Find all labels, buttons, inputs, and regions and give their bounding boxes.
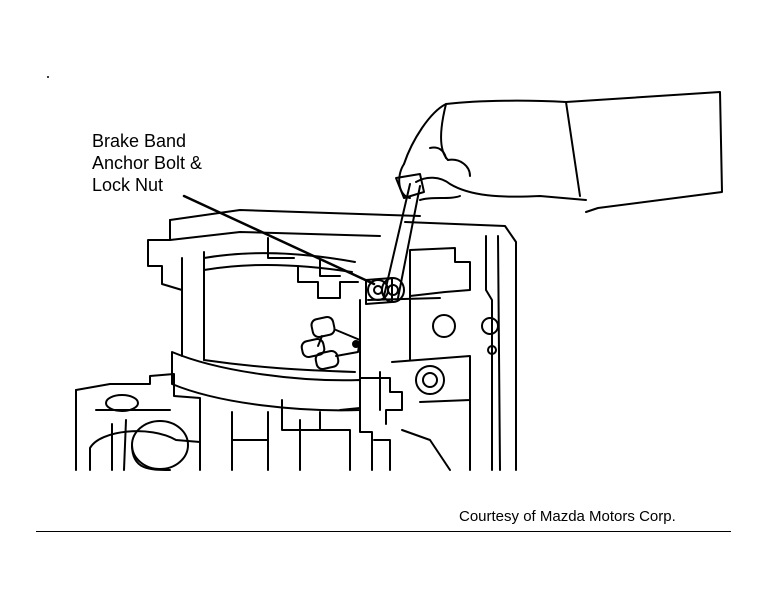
credit-text: Courtesy of Mazda Motors Corp. <box>459 508 676 525</box>
bottom-rule <box>36 531 731 532</box>
leader-line <box>182 194 376 286</box>
servo-linkage <box>300 316 361 370</box>
speck <box>47 76 49 78</box>
transmission-case <box>75 209 517 471</box>
callout-label: Brake Band Anchor Bolt & Lock Nut <box>92 130 202 196</box>
callout-line-3: Lock Nut <box>92 175 164 195</box>
callout-line-2: Anchor Bolt & <box>92 153 203 173</box>
hand-icon <box>398 91 723 213</box>
callout-line-1: Brake Band <box>92 131 187 151</box>
